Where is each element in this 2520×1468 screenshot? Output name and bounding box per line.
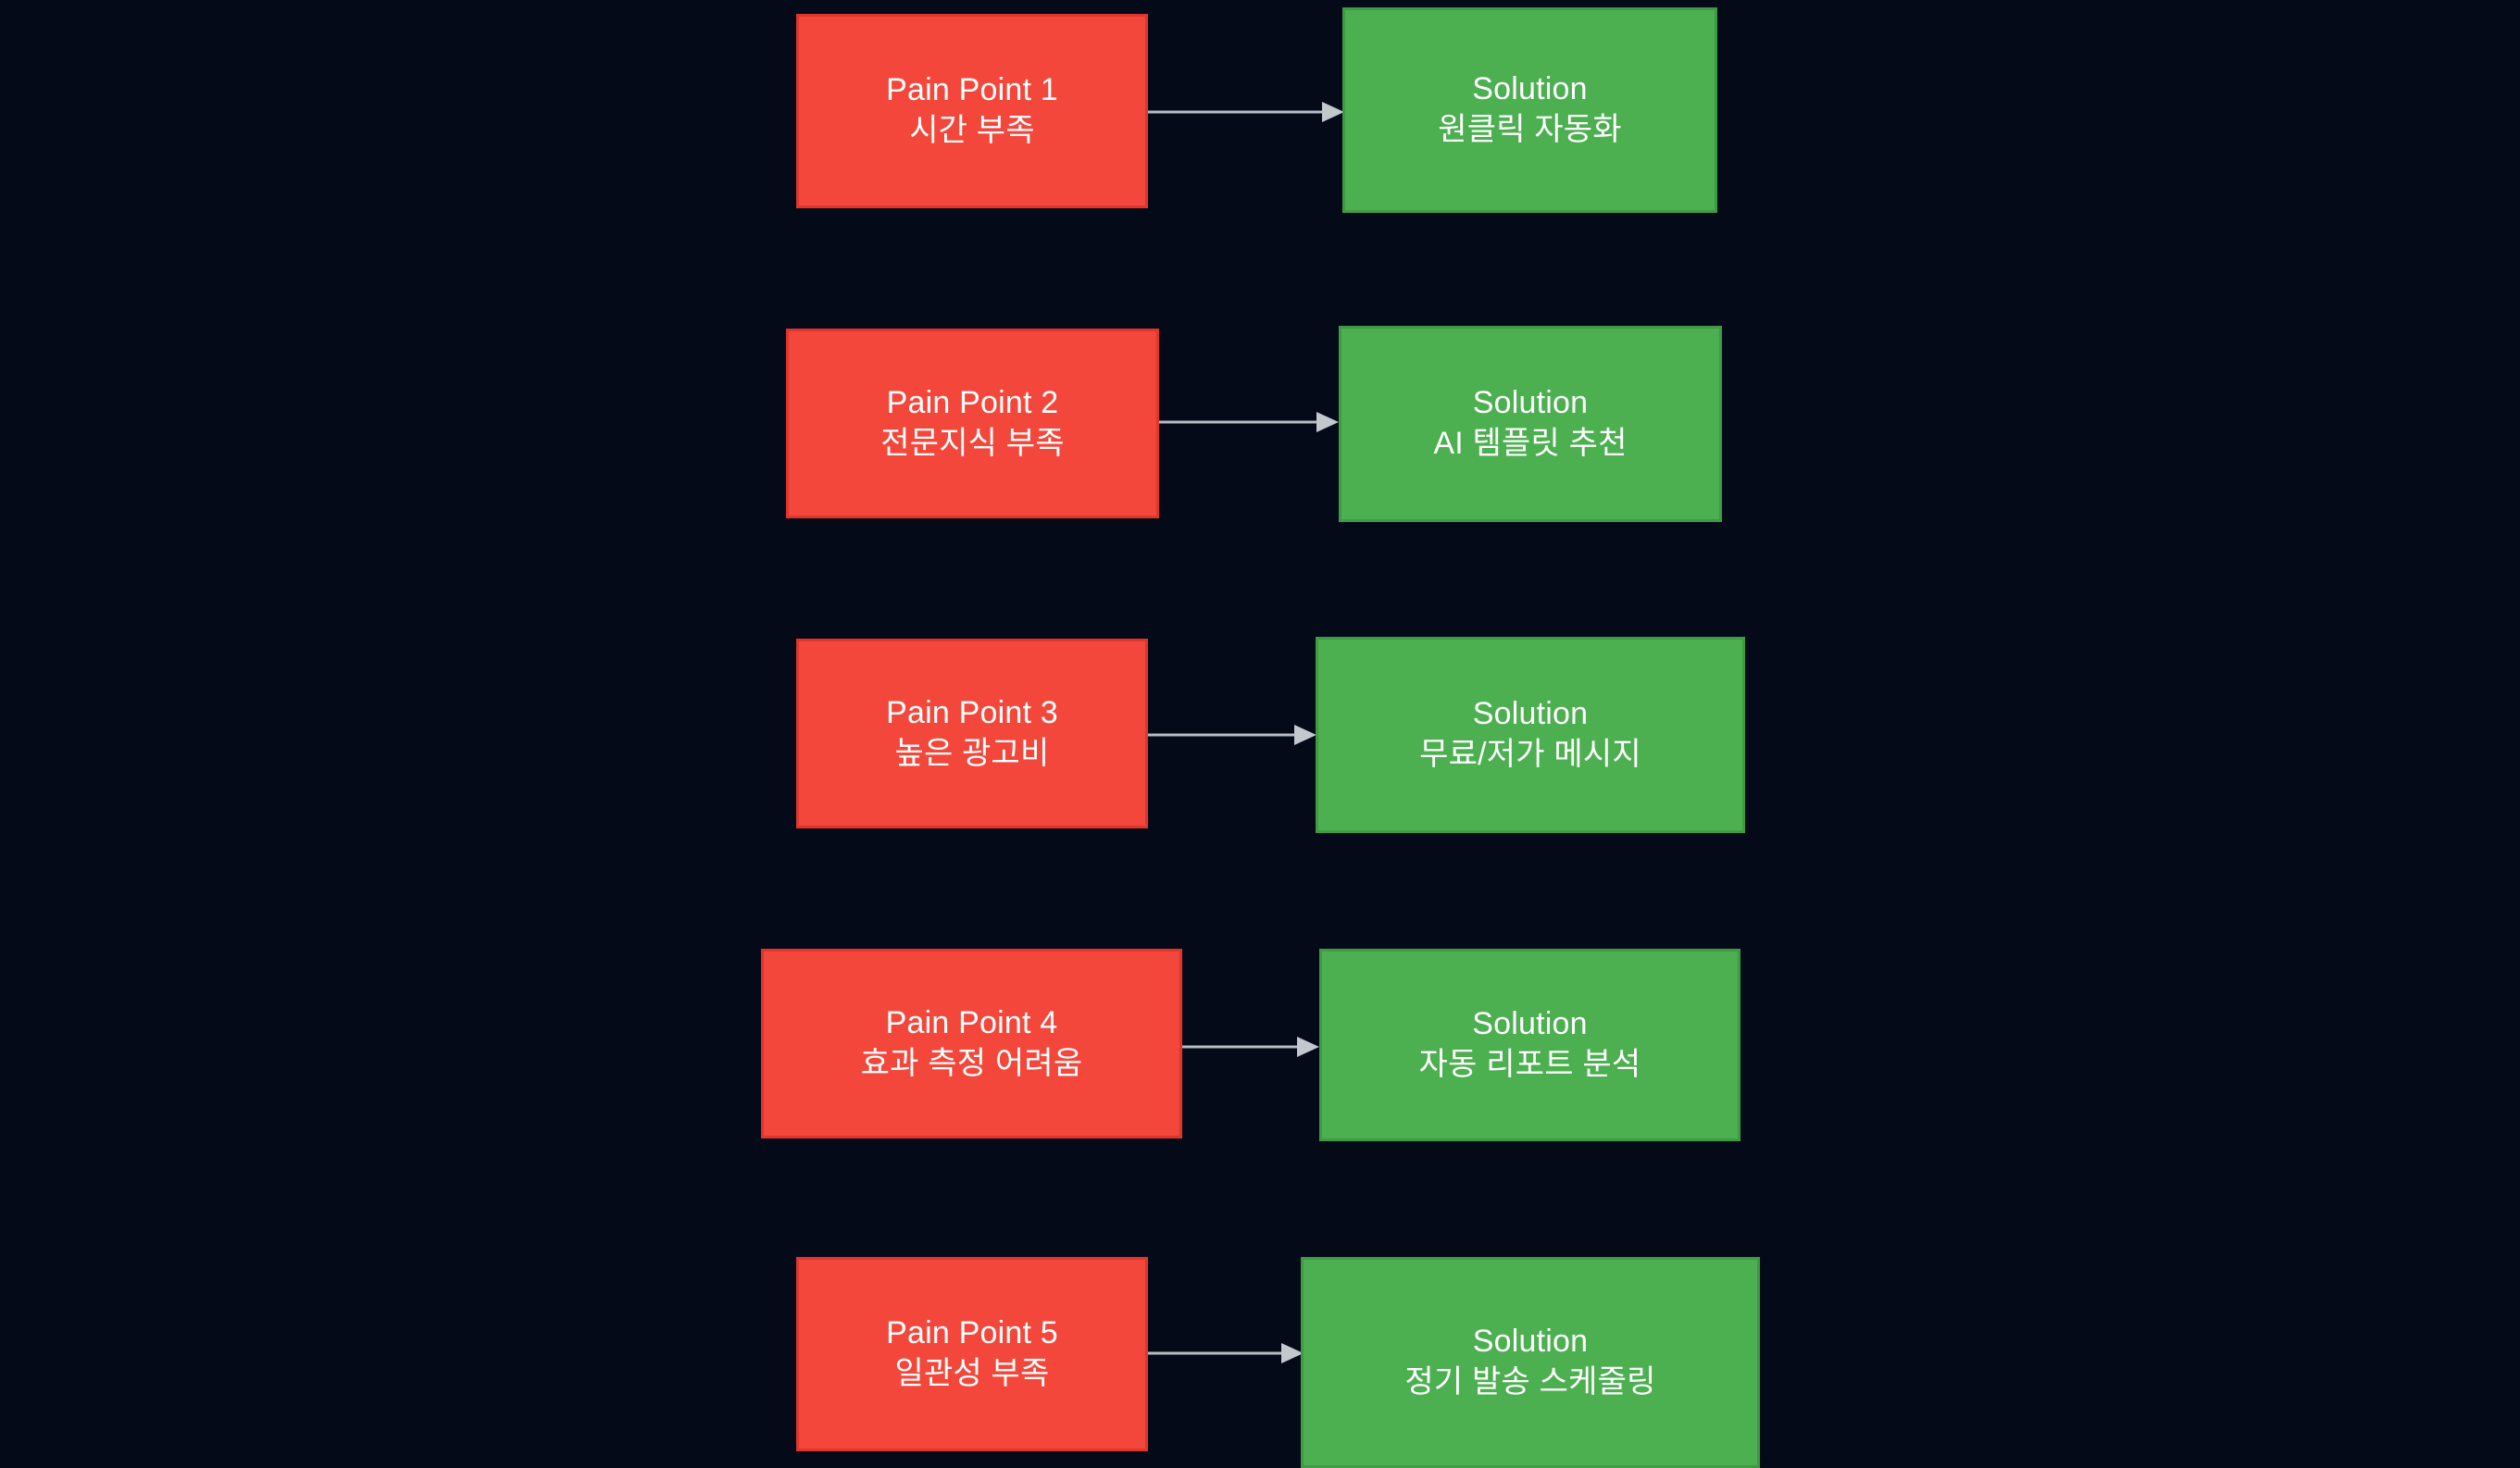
- pain-point-detail-2: 전문지식 부족: [880, 425, 1065, 461]
- pain-point-detail-3: 높은 광고비: [894, 735, 1050, 771]
- pain-point-detail-1: 시간 부족: [909, 113, 1035, 148]
- solution-title-5: Solution: [1472, 1324, 1589, 1360]
- pain-point-title-4: Pain Point 4: [885, 1004, 1058, 1040]
- pain-point-title-5: Pain Point 5: [886, 1315, 1058, 1351]
- pain-point-title-3: Pain Point 3: [886, 694, 1058, 730]
- pain-point-node-3[interactable]: Pain Point 3 높은 광고비: [796, 639, 1148, 828]
- solution-title-3: Solution: [1472, 696, 1589, 732]
- connector-arrow-2: [1159, 407, 1339, 437]
- solution-title-4: Solution: [1472, 1006, 1588, 1042]
- pain-point-title-2: Pain Point 2: [886, 384, 1059, 420]
- solution-detail-3: 무료/저가 메시지: [1419, 737, 1641, 772]
- solution-detail-5: 정기 발송 스케줄링: [1404, 1364, 1656, 1400]
- pain-point-detail-5: 일관성 부족: [894, 1356, 1050, 1391]
- connector-arrow-5: [1148, 1338, 1304, 1368]
- pain-point-title-1: Pain Point 1: [886, 72, 1058, 108]
- solution-node-1[interactable]: Solution 원클릭 자동화: [1342, 7, 1717, 213]
- solution-node-4[interactable]: Solution 자동 리포트 분석: [1319, 949, 1740, 1141]
- pain-point-node-5[interactable]: Pain Point 5 일관성 부족: [796, 1257, 1148, 1451]
- pain-point-node-1[interactable]: Pain Point 1 시간 부족: [796, 14, 1148, 208]
- connector-arrow-3: [1148, 720, 1316, 750]
- solution-title-2: Solution: [1472, 385, 1589, 421]
- connector-arrow-4: [1182, 1032, 1319, 1062]
- solution-node-5[interactable]: Solution 정기 발송 스케줄링: [1301, 1257, 1760, 1468]
- connector-arrow-1: [1148, 97, 1344, 127]
- pain-point-detail-4: 효과 측정 어려움: [860, 1045, 1083, 1081]
- solution-title-1: Solution: [1472, 71, 1588, 107]
- solution-detail-1: 원클릭 자동화: [1438, 112, 1622, 147]
- solution-node-2[interactable]: Solution AI 템플릿 추천: [1339, 326, 1722, 522]
- solution-detail-2: AI 템플릿 추천: [1433, 426, 1628, 461]
- solution-node-3[interactable]: Solution 무료/저가 메시지: [1316, 637, 1745, 833]
- solution-detail-4: 자동 리포트 분석: [1418, 1047, 1641, 1082]
- pain-point-node-4[interactable]: Pain Point 4 효과 측정 어려움: [761, 949, 1182, 1138]
- pain-point-node-2[interactable]: Pain Point 2 전문지식 부족: [786, 329, 1159, 518]
